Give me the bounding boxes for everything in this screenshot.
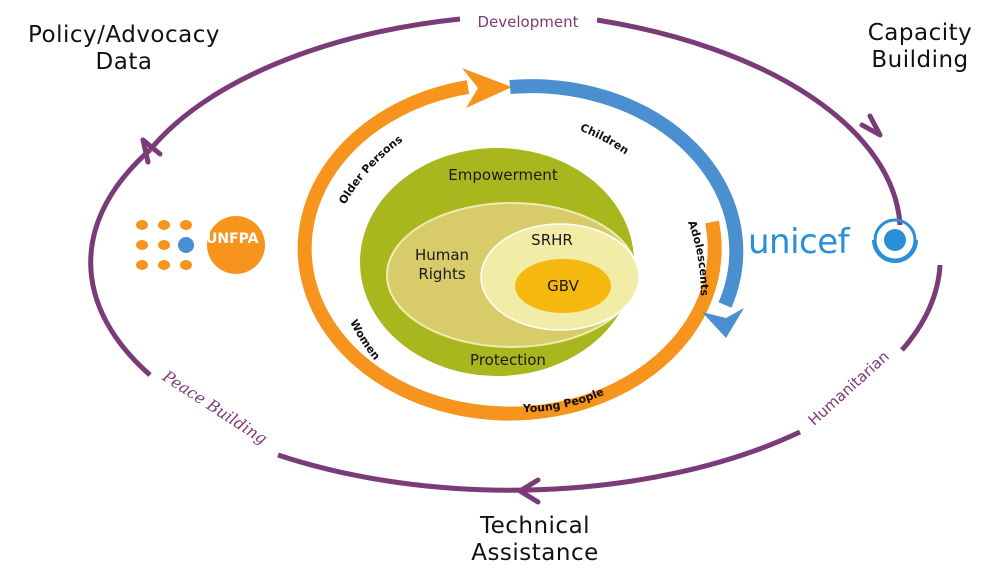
corner-top-left-line2: Data — [95, 49, 153, 75]
protection-label: Protection — [470, 351, 546, 369]
unfpa-logo-text: UNFPA — [206, 231, 259, 247]
development-label: Development — [478, 13, 579, 31]
corner-top-right-line1: Capacity — [867, 20, 973, 46]
unfpa-logo — [136, 216, 265, 274]
orange-arrowhead-icon — [462, 68, 512, 108]
srhr-label: SRHR — [531, 231, 573, 249]
peace-building-label: Peace Building — [158, 366, 270, 448]
people-ring — [297, 68, 744, 421]
gbv-ellipse — [515, 259, 611, 313]
technical-assistance-label: Technical Assistance — [400, 513, 670, 567]
empowerment-label: Empowerment — [448, 166, 558, 184]
outer-ring-arc-right — [900, 264, 943, 352]
young-people-label: Young People — [522, 385, 606, 415]
children-label: Children — [578, 121, 631, 157]
unicef-logo-text: unicef — [748, 222, 850, 262]
blue-children-arc — [509, 79, 744, 308]
corner-bottom-line1: Technical — [479, 513, 591, 539]
unfpa-badge — [207, 216, 265, 274]
core-ellipses — [360, 148, 640, 376]
outer-arrow-top-right-icon — [859, 113, 883, 138]
blue-arrowhead-icon — [702, 308, 744, 338]
capacity-building-label: Capacity Building — [846, 20, 989, 74]
unfpa-people-icon — [136, 220, 192, 270]
outer-arrow-bottom-icon — [517, 477, 541, 505]
outer-ring-arc-top-right — [596, 17, 903, 226]
outer-ring-arc-top — [148, 16, 461, 152]
un-emblem-icon — [178, 237, 194, 253]
corner-top-left-line1: Policy/Advocacy — [27, 22, 221, 48]
outer-ring-arc-bottom-right — [529, 429, 802, 493]
human-rights-label-line2: Rights — [418, 265, 465, 283]
human-rights-label-line1: Human — [415, 246, 469, 264]
outer-ring-arc-bottom-left — [277, 452, 531, 493]
humanitarian-label: Humanitarian — [805, 347, 893, 429]
outer-ring-arc-left — [88, 148, 152, 377]
unicef-emblem-icon — [872, 218, 918, 263]
corner-bottom-line2: Assistance — [471, 540, 599, 566]
gbv-label: GBV — [547, 277, 579, 295]
outer-arrow-top-left-icon — [140, 137, 163, 165]
policy-advocacy-data-label: Policy/Advocacy Data — [0, 22, 248, 76]
orange-ring-arc — [297, 80, 722, 421]
corner-top-right-line2: Building — [871, 47, 969, 73]
outer-cycle — [88, 16, 943, 505]
